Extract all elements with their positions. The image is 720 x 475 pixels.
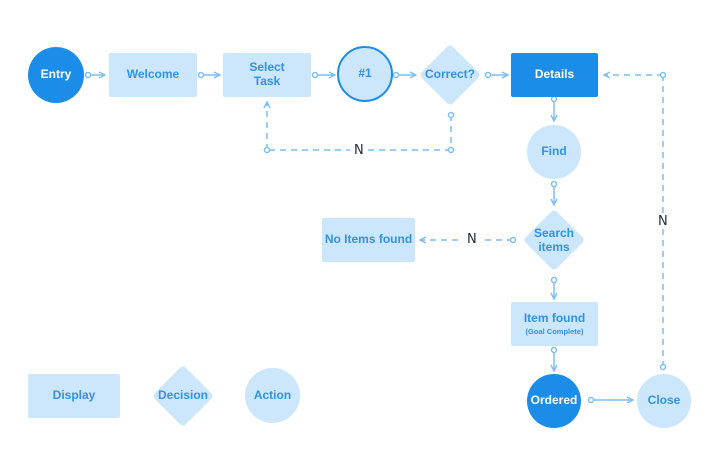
legend-display: Display xyxy=(28,374,120,418)
node-no-items-found[interactable]: No Items found xyxy=(322,218,415,262)
edge-label-correct-no: N xyxy=(350,143,368,158)
legend-decision-label: Decision xyxy=(157,388,208,403)
node-item-found[interactable]: Item found (Goal Complete) xyxy=(511,302,598,346)
legend-display-label: Display xyxy=(52,388,96,403)
node-step-one[interactable]: #1 xyxy=(337,46,393,102)
edge-label-close-no: N xyxy=(654,214,672,229)
edge-label-search-no: N xyxy=(463,232,481,247)
node-item-found-label: Item found xyxy=(523,310,586,325)
node-close-label: Close xyxy=(647,393,681,408)
node-item-found-sublabel: (Goal Complete) xyxy=(525,326,584,336)
node-find-label: Find xyxy=(541,144,567,159)
node-search-items-line2: items xyxy=(538,240,570,254)
node-search-items-line1: Search xyxy=(533,226,575,241)
node-select-task-line2: Task xyxy=(253,74,281,88)
node-welcome[interactable]: Welcome xyxy=(109,53,197,97)
node-ordered[interactable]: Ordered xyxy=(527,374,581,428)
legend-action-label: Action xyxy=(253,387,292,402)
node-details[interactable]: Details xyxy=(511,53,598,97)
node-welcome-label: Welcome xyxy=(126,67,180,82)
node-entry[interactable]: Entry xyxy=(28,47,84,103)
node-ordered-label: Ordered xyxy=(530,393,578,408)
legend-action: Action xyxy=(245,368,300,423)
node-entry-label: Entry xyxy=(40,67,72,82)
node-select-task[interactable]: Select Task xyxy=(223,53,311,97)
node-step-one-label: #1 xyxy=(358,66,372,81)
node-no-items-found-label: No Items found xyxy=(324,232,413,247)
node-details-label: Details xyxy=(534,67,575,82)
node-close[interactable]: Close xyxy=(637,374,691,428)
node-select-task-line1: Select xyxy=(249,60,285,75)
node-search-items-label: Search items xyxy=(522,226,586,254)
node-find[interactable]: Find xyxy=(527,125,581,179)
node-correct-label: Correct? xyxy=(424,67,475,82)
